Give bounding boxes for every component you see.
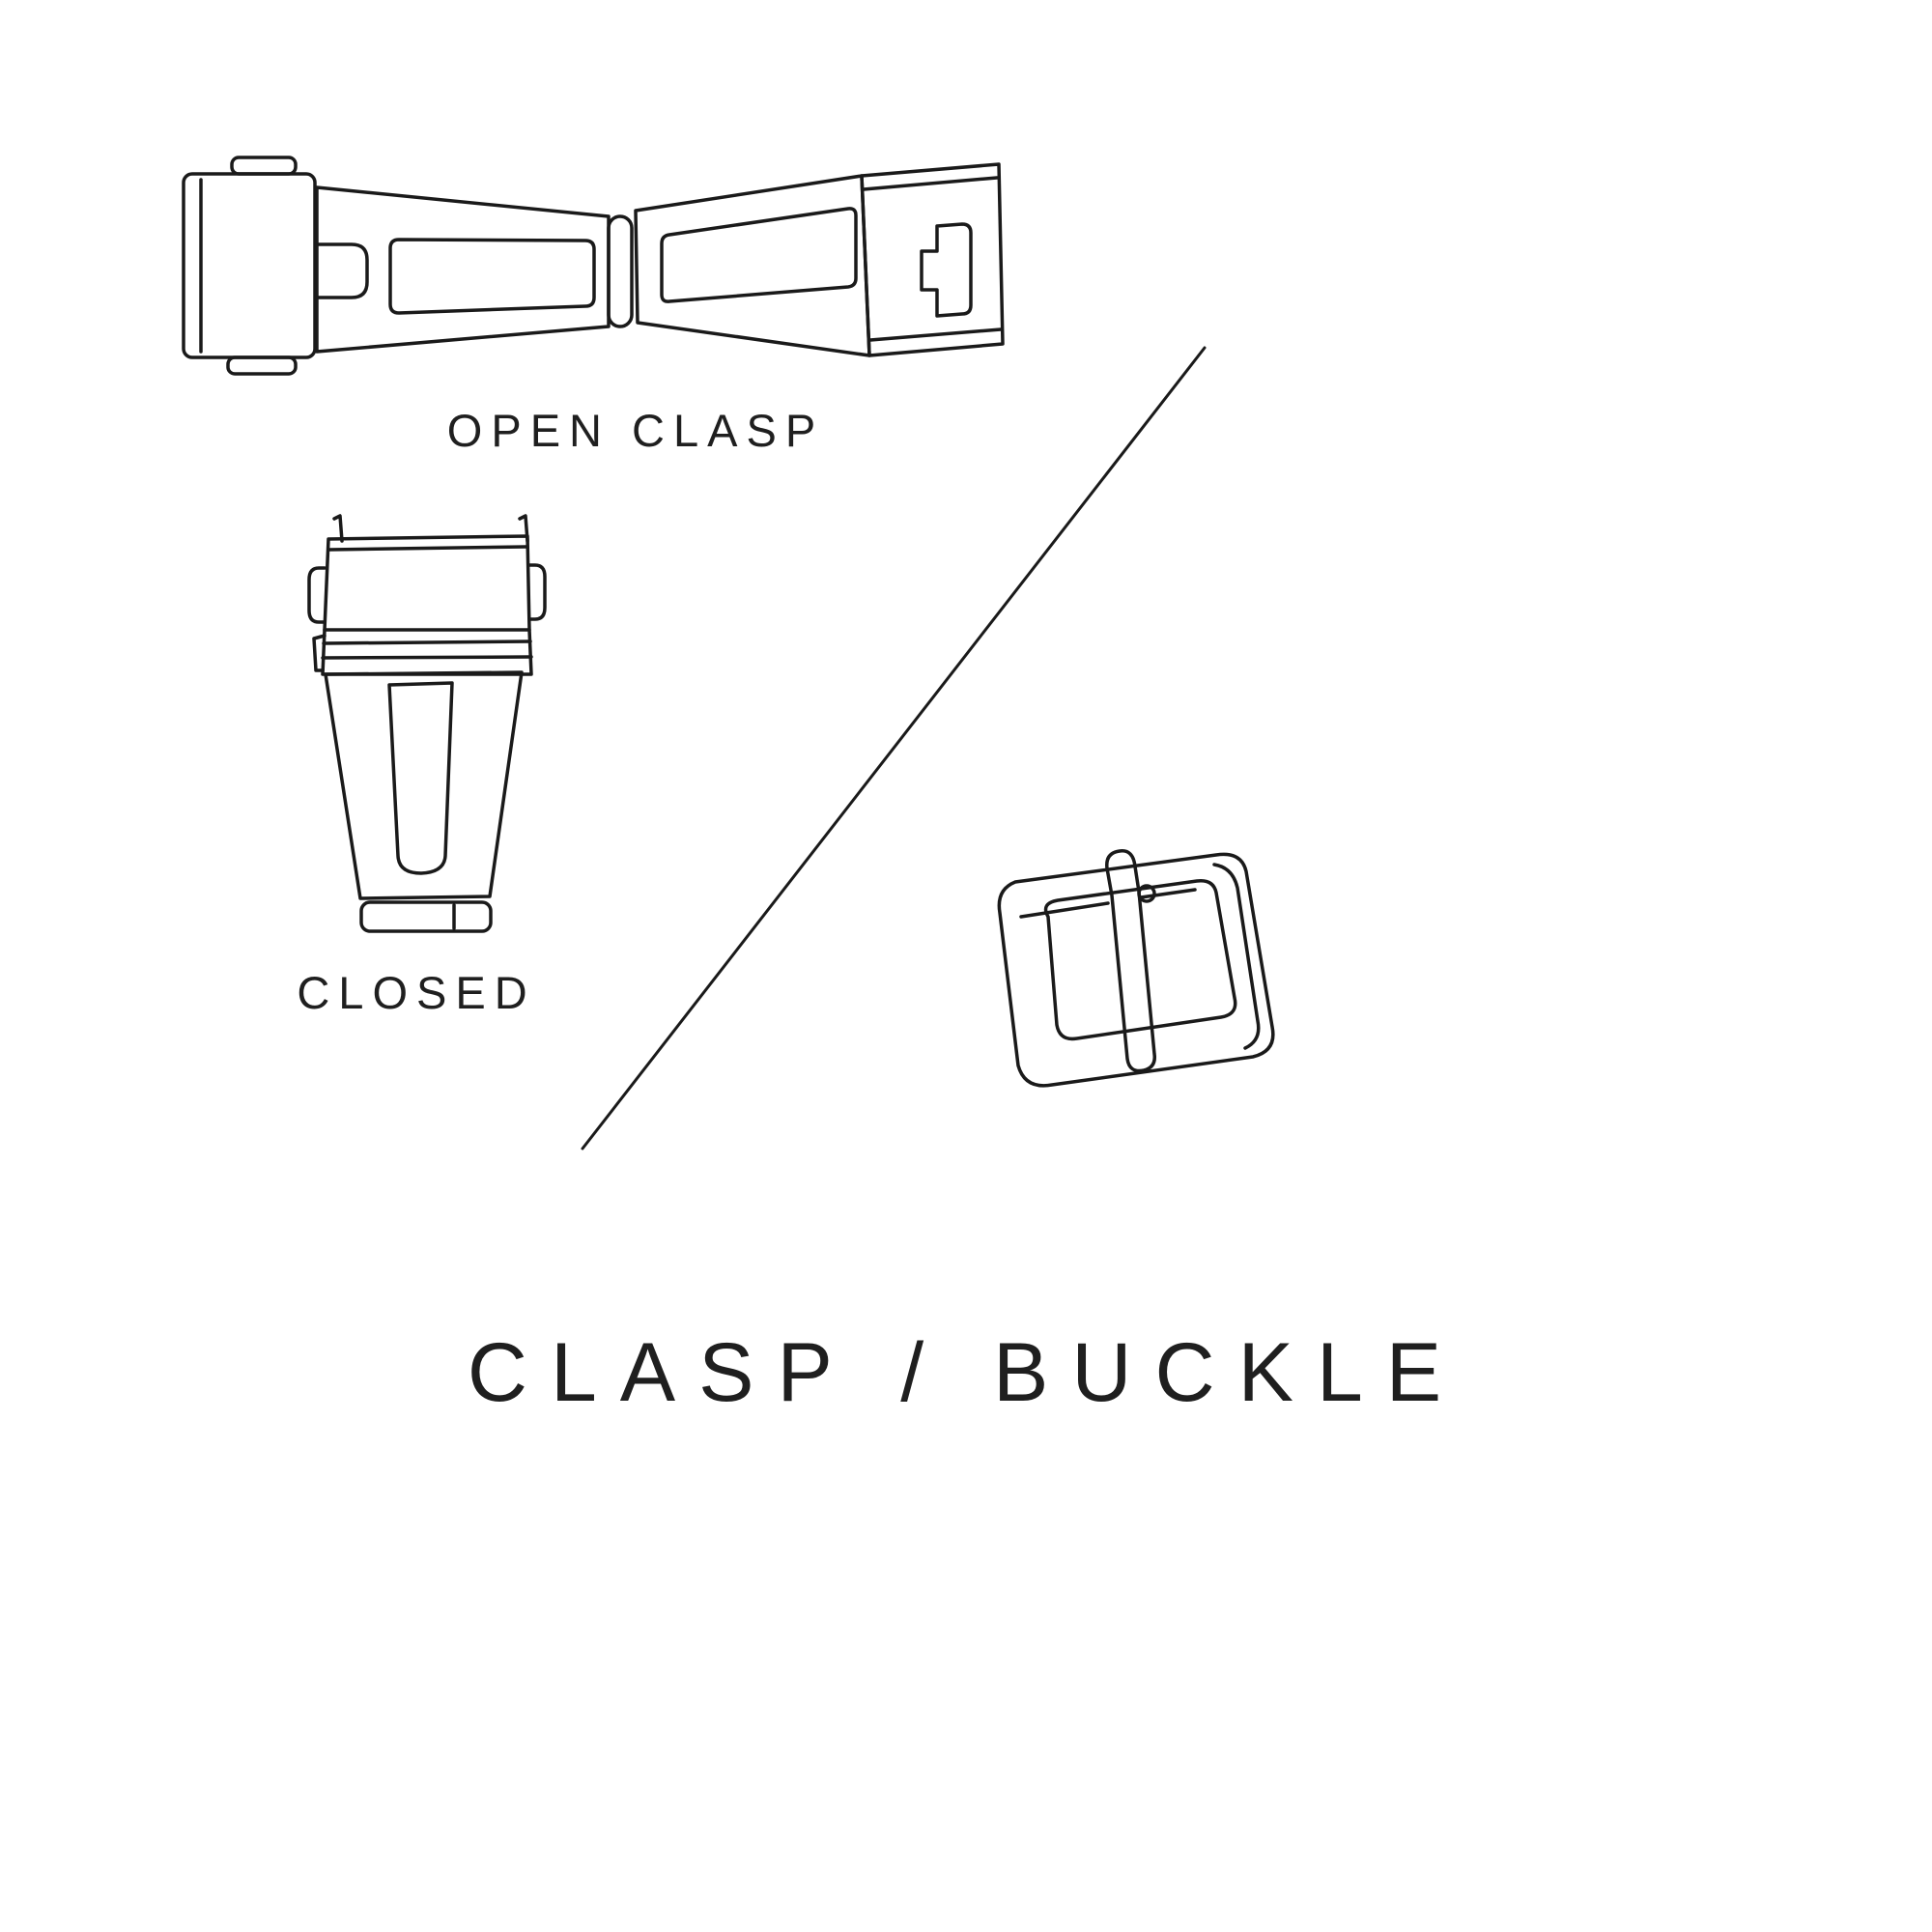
closed-clasp-figure	[290, 510, 551, 945]
tang-buckle-illustration	[997, 849, 1275, 1088]
open-clasp-label: OPEN CLASP	[446, 405, 825, 456]
open-clasp-right-arm	[634, 174, 871, 357]
page-title: CLASP / BUCKLE	[467, 1326, 1465, 1419]
buckle-tongue	[1105, 849, 1157, 1073]
open-clasp-illustration	[182, 156, 1005, 376]
open-clasp-hinge	[607, 214, 634, 328]
closed-clasp-illustration	[307, 514, 547, 933]
open-clasp-left-link	[182, 172, 317, 359]
buckle-frame	[997, 852, 1275, 1088]
buckle-pin	[1019, 901, 1110, 919]
open-clasp-figure	[172, 143, 1022, 394]
closed-clasp-label: CLOSED	[297, 967, 536, 1018]
tang-buckle-figure	[961, 836, 1290, 1116]
closed-clasp-body	[324, 670, 524, 900]
open-clasp-left-arm	[315, 185, 611, 354]
diagonal-divider	[575, 340, 1212, 1156]
diagonal-divider-line	[581, 346, 1207, 1151]
